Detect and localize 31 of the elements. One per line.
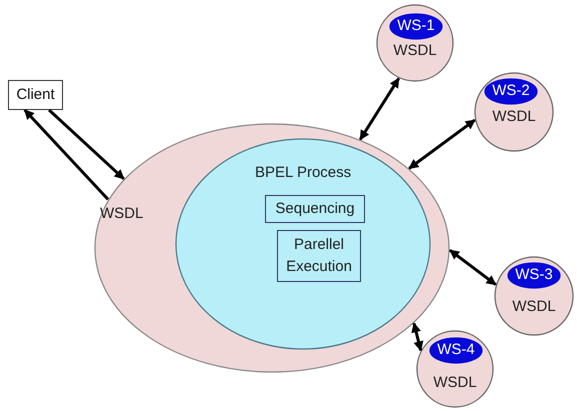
arrow (358, 78, 400, 140)
service-name-oval (484, 78, 538, 105)
node-label: WS-3 (514, 265, 554, 286)
arrow (411, 322, 424, 352)
service-circle (416, 330, 494, 408)
node-label: WSDL (392, 41, 438, 61)
node-label: WSDL (432, 373, 478, 393)
node-label: Client (15, 84, 56, 105)
node-label: WSDL (511, 297, 557, 317)
service-circle (376, 4, 454, 82)
arrow (24, 108, 110, 200)
service-name-oval (507, 262, 561, 289)
service-circle (474, 72, 554, 152)
node-label: WS-4 (436, 340, 476, 360)
service-name-oval (429, 337, 483, 364)
node-label: WSDL (100, 204, 144, 224)
arrow (408, 118, 476, 170)
service-circle (494, 256, 574, 336)
step-box (265, 195, 365, 223)
arrow (48, 108, 125, 180)
node-label: Sequencing (274, 198, 356, 219)
service-name-oval (389, 13, 443, 40)
node-label: Parellel Execution (285, 235, 353, 277)
node-label: WS-2 (491, 81, 531, 102)
arrow (449, 249, 497, 286)
client-box (8, 80, 63, 110)
node-label: BPEL Process (255, 163, 352, 183)
node-label: WS-1 (396, 16, 436, 36)
step-box (277, 230, 361, 282)
node-label: WSDL (491, 107, 537, 127)
process-oval (175, 138, 431, 350)
